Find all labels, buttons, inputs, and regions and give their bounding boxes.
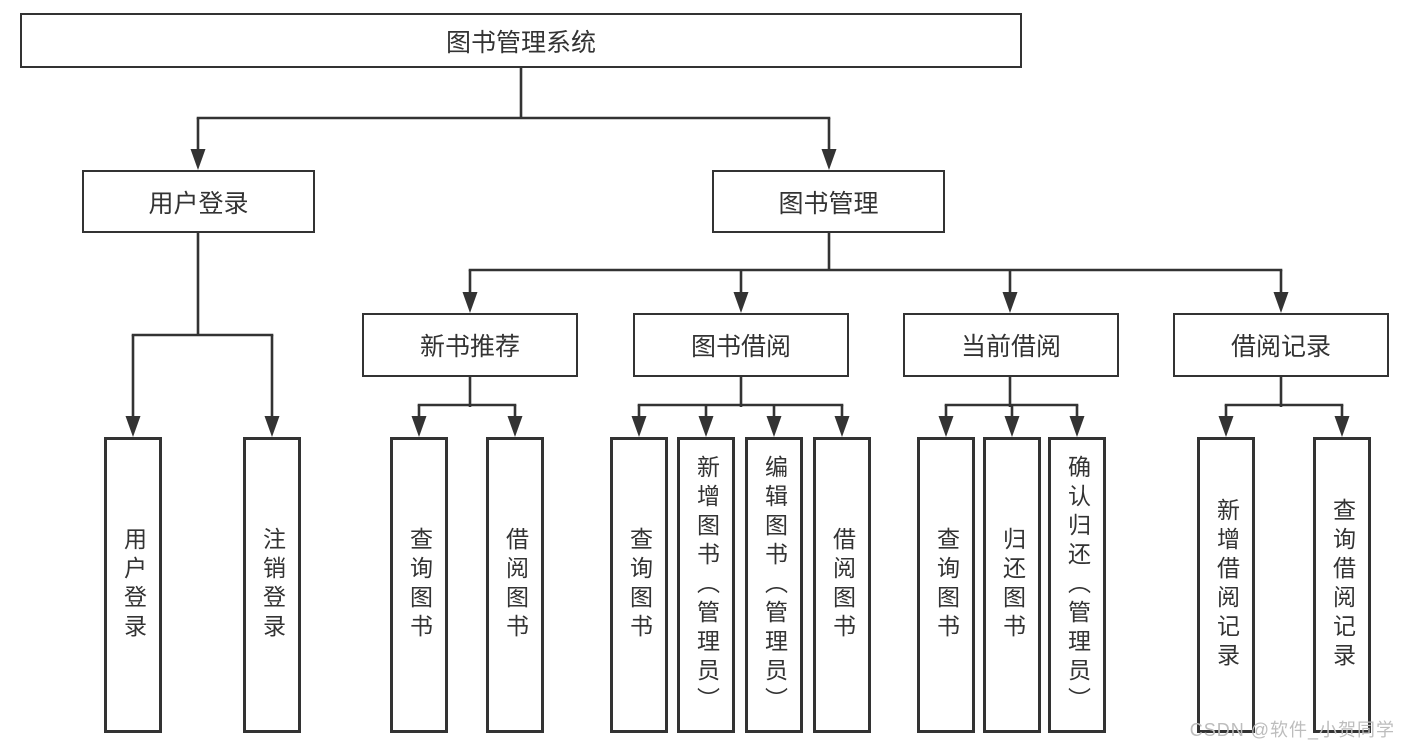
leaf-label: 借阅图书 — [502, 527, 529, 643]
watermark: CSDN @软件_小贺同学 — [1189, 720, 1395, 740]
leaf-logout: 注销登录 — [243, 437, 301, 733]
node-library-management-system: 图书管理系统 — [20, 13, 1022, 68]
node-label: 当前借阅 — [960, 333, 1061, 361]
node-book-borrowing: 图书借阅 — [633, 313, 849, 377]
leaf-label: 注销登录 — [259, 527, 286, 643]
node-label: 图书借阅 — [690, 333, 791, 361]
leaf-query-books-current: 查询图书 — [917, 437, 975, 733]
leaf-return-books: 归还图书 — [983, 437, 1041, 733]
leaf-label: 编辑图书（管理员） — [761, 454, 788, 716]
leaf-label: 查询图书 — [626, 527, 653, 643]
node-label: 用户登录 — [148, 189, 249, 218]
leaf-label: 新增图书（管理员） — [693, 454, 720, 716]
leaf-label: 查询图书 — [406, 527, 433, 643]
leaf-user-login: 用户登录 — [104, 437, 162, 733]
leaf-label: 查询借阅记录 — [1329, 498, 1356, 672]
leaf-query-books-borrowing: 查询图书 — [610, 437, 668, 733]
node-user-login: 用户登录 — [82, 170, 315, 233]
node-book-management: 图书管理 — [712, 170, 945, 233]
leaf-add-books-admin: 新增图书（管理员） — [677, 437, 735, 733]
leaf-edit-books-admin: 编辑图书（管理员） — [745, 437, 803, 733]
node-borrowing-records: 借阅记录 — [1173, 313, 1389, 377]
node-label: 图书管理 — [778, 189, 879, 218]
leaf-label: 新增借阅记录 — [1213, 498, 1240, 672]
node-label: 图书管理系统 — [445, 28, 596, 57]
leaf-query-borrow-record: 查询借阅记录 — [1313, 437, 1371, 733]
leaf-label: 查询图书 — [933, 527, 960, 643]
leaf-query-books-recommend: 查询图书 — [390, 437, 448, 733]
leaf-borrow-books-borrowing: 借阅图书 — [813, 437, 871, 733]
leaf-label: 用户登录 — [120, 527, 147, 643]
leaf-label: 归还图书 — [999, 527, 1026, 643]
leaf-add-borrow-record: 新增借阅记录 — [1197, 437, 1255, 733]
node-new-book-recommendation: 新书推荐 — [362, 313, 578, 377]
node-label: 新书推荐 — [419, 333, 520, 361]
node-label: 借阅记录 — [1230, 333, 1331, 361]
leaf-label: 借阅图书 — [829, 527, 856, 643]
leaf-confirm-return-admin: 确认归还（管理员） — [1048, 437, 1106, 733]
node-current-borrowing: 当前借阅 — [903, 313, 1119, 377]
leaf-borrow-books-recommend: 借阅图书 — [486, 437, 544, 733]
leaf-label: 确认归还（管理员） — [1064, 454, 1091, 716]
